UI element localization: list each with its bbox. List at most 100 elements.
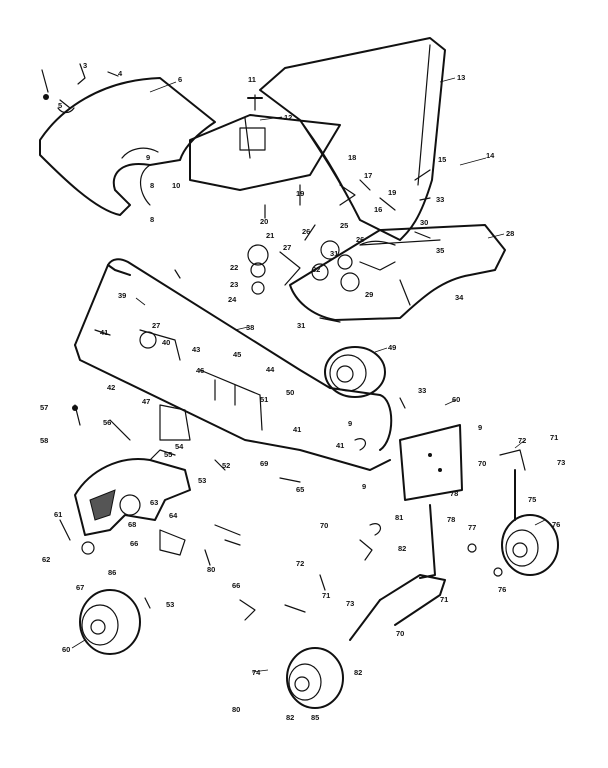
front-wheel-left	[286, 647, 344, 709]
callout-54: 54	[175, 442, 184, 451]
drive-components	[247, 169, 431, 323]
callout-9-right: 9	[478, 423, 482, 432]
callout-19-right: 19	[388, 188, 396, 197]
callout-38: 38	[246, 323, 254, 332]
callout-60-top: 60	[452, 395, 460, 404]
callout-63: 63	[150, 498, 158, 507]
callout-39: 39	[118, 291, 126, 300]
callout-67: 67	[76, 583, 84, 592]
callout-19-left: 19	[296, 189, 304, 198]
callout-74: 74	[252, 668, 261, 677]
callout-82-low: 82	[354, 668, 362, 677]
callout-29: 29	[365, 290, 373, 299]
callout-13: 13	[457, 73, 465, 82]
callout-41-mid: 41	[293, 425, 301, 434]
callout-22: 22	[230, 263, 238, 272]
spindle-assembly	[349, 449, 526, 641]
callout-82-bottom: 82	[286, 713, 294, 722]
callout-15: 15	[438, 155, 446, 164]
callout-23: 23	[230, 280, 238, 289]
callout-17: 17	[364, 171, 372, 180]
callout-57: 57	[40, 403, 48, 412]
callout-11: 11	[248, 75, 256, 84]
callout-49: 49	[388, 343, 396, 352]
callout-75: 75	[528, 495, 536, 504]
callout-34: 34	[455, 293, 464, 302]
callout-43: 43	[192, 345, 200, 354]
callout-27-top: 27	[283, 243, 291, 252]
callout-20: 20	[260, 217, 268, 226]
callout-61: 61	[54, 510, 62, 519]
callout-86: 86	[108, 568, 116, 577]
callout-9-top: 9	[146, 153, 150, 162]
callout-6: 6	[178, 75, 182, 84]
leader-lines	[71, 77, 546, 673]
rear-wheel-left	[79, 589, 141, 655]
callout-4: 4	[118, 69, 123, 78]
callout-labels: 6 3 4 5 11 12 13 14 15 33 9 8 8 10 18 17…	[40, 61, 565, 722]
callout-82-mid: 82	[398, 544, 406, 553]
callout-70-low: 70	[396, 629, 404, 638]
fender-hood	[259, 37, 446, 241]
callout-35: 35	[436, 246, 444, 255]
callout-71-top: 71	[550, 433, 558, 442]
callout-16: 16	[374, 205, 382, 214]
front-wheel-right	[501, 514, 559, 576]
callout-42: 42	[107, 383, 115, 392]
callout-33-top: 33	[436, 195, 444, 204]
callout-31-a: 31	[330, 249, 338, 258]
callout-9-low: 9	[362, 482, 366, 491]
main-frame	[74, 258, 393, 471]
callout-51: 51	[260, 395, 268, 404]
callout-71-low: 71	[440, 595, 448, 604]
callout-40: 40	[162, 338, 170, 347]
callout-72-top: 72	[518, 436, 526, 445]
callout-12: 12	[284, 113, 292, 122]
deck-plate	[289, 224, 506, 321]
callout-5: 5	[58, 101, 62, 110]
callout-72-mid: 72	[296, 559, 304, 568]
callout-26-b: 26	[356, 235, 364, 244]
callout-78-mid: 78	[447, 515, 455, 524]
callout-25: 25	[340, 221, 348, 230]
callout-26-a: 26	[302, 227, 310, 236]
hardware	[59, 477, 326, 621]
callout-80-mid: 80	[207, 565, 215, 574]
callout-18: 18	[348, 153, 356, 162]
callout-73-top: 73	[557, 458, 565, 467]
callout-32: 32	[312, 265, 320, 274]
callout-69: 69	[260, 459, 268, 468]
callout-85: 85	[311, 713, 319, 722]
callout-33-mid: 33	[418, 386, 426, 395]
callout-71-mid: 71	[322, 591, 330, 600]
callout-52: 52	[222, 461, 230, 470]
callout-31-b: 31	[297, 321, 305, 330]
callout-77: 77	[468, 523, 476, 532]
callout-3: 3	[83, 61, 87, 70]
callout-78-top: 78	[450, 489, 458, 498]
callout-68: 68	[128, 520, 136, 529]
callout-70-top: 70	[478, 459, 486, 468]
callout-80-bottom: 80	[232, 705, 240, 714]
callout-66-low: 66	[232, 581, 240, 590]
callout-9-mid: 9	[348, 419, 352, 428]
callout-27-mid: 27	[152, 321, 160, 330]
callout-50: 50	[286, 388, 294, 397]
axle-bracket	[354, 397, 463, 501]
callout-41-left: 41	[100, 328, 108, 337]
callout-64: 64	[169, 511, 178, 520]
rear-wheel-upper	[324, 346, 386, 398]
callout-65: 65	[296, 485, 304, 494]
callout-14: 14	[486, 151, 495, 160]
callout-81: 81	[395, 513, 403, 522]
callout-76-right: 76	[552, 520, 560, 529]
callout-46: 46	[196, 366, 204, 375]
callout-76-low: 76	[498, 585, 506, 594]
callout-56: 56	[103, 418, 111, 427]
callout-30: 30	[420, 218, 428, 227]
callout-10: 10	[172, 181, 180, 190]
callout-41-right: 41	[336, 441, 344, 450]
callout-45: 45	[233, 350, 241, 359]
